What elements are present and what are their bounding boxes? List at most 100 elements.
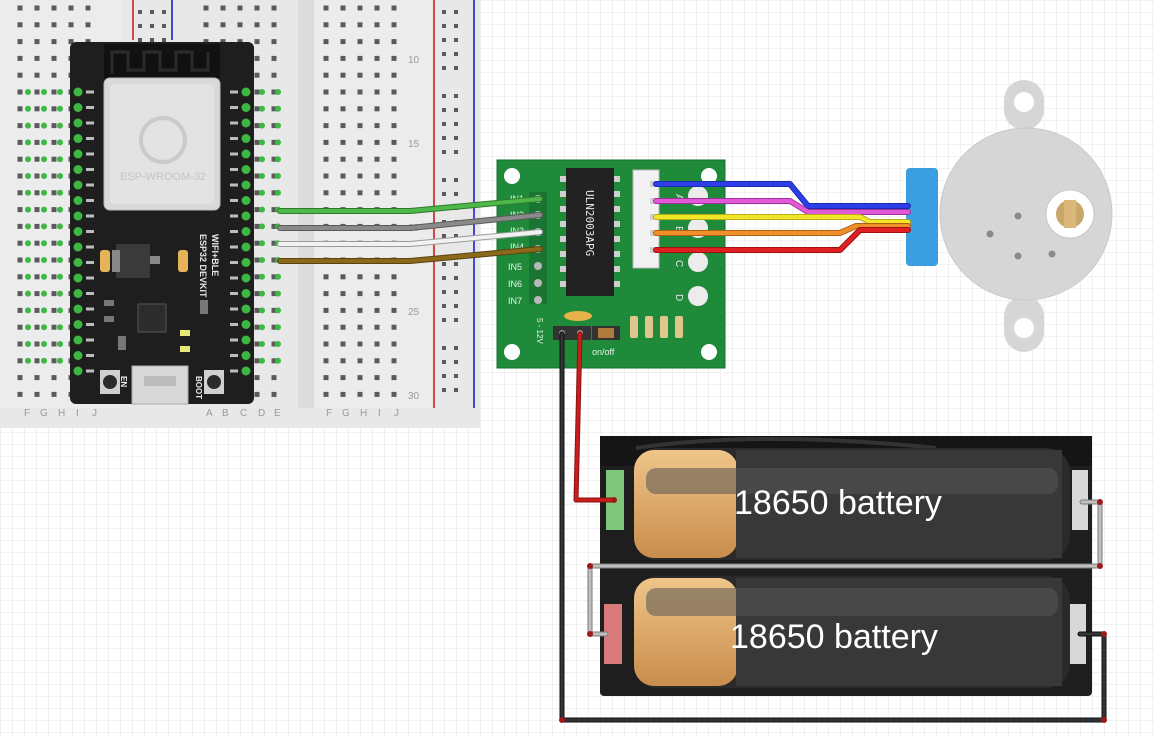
col-letter: E bbox=[274, 408, 281, 419]
connected-hole bbox=[275, 156, 281, 163]
breadboard-hole bbox=[323, 139, 329, 145]
boot-button[interactable]: BOOT bbox=[194, 370, 224, 399]
breadboard-hole bbox=[254, 123, 260, 129]
connected-hole bbox=[259, 89, 265, 95]
esp32-pin bbox=[241, 320, 251, 329]
rail-hole bbox=[454, 276, 458, 280]
col-letter: G bbox=[342, 408, 350, 419]
rail-hole bbox=[442, 304, 446, 308]
esp32-pin bbox=[241, 134, 251, 143]
col-letter: J bbox=[92, 408, 97, 419]
rail-hole bbox=[442, 24, 446, 28]
input-label: IN5 bbox=[508, 262, 522, 272]
input-pin bbox=[534, 262, 542, 270]
connected-hole bbox=[57, 223, 63, 230]
breadboard-hole bbox=[68, 5, 74, 11]
breadboard-hole bbox=[271, 39, 277, 45]
uln2003-chip: ULN2003APG bbox=[560, 168, 620, 296]
connected-hole bbox=[41, 139, 47, 146]
breadboard-hole bbox=[68, 22, 74, 28]
breadboard-hole bbox=[271, 358, 277, 364]
breadboard-hole bbox=[271, 123, 277, 129]
breadboard-hole bbox=[51, 55, 57, 61]
esp32-pin bbox=[73, 242, 83, 252]
breadboard-hole bbox=[271, 173, 277, 179]
breadboard-hole bbox=[51, 274, 57, 280]
breadboard-hole bbox=[254, 375, 260, 381]
rail-hole bbox=[454, 346, 458, 350]
rail-hole bbox=[442, 52, 446, 56]
breadboard-hole bbox=[374, 139, 380, 145]
breadboard-hole bbox=[340, 22, 346, 28]
connected-hole bbox=[57, 105, 63, 112]
breadboard-hole bbox=[271, 89, 277, 95]
connected-hole bbox=[25, 206, 31, 213]
connected-hole bbox=[275, 273, 281, 280]
connected-hole bbox=[259, 357, 265, 364]
breadboard-hole bbox=[17, 207, 23, 213]
breadboard-hole bbox=[340, 291, 346, 297]
mount-hole bbox=[701, 344, 717, 360]
en-button[interactable]: EN bbox=[100, 370, 128, 394]
rail-hole bbox=[454, 360, 458, 364]
esp32-pin bbox=[73, 227, 83, 236]
esp32-pin bbox=[73, 149, 83, 159]
breadboard-hole bbox=[391, 22, 397, 28]
breadboard-hole bbox=[357, 173, 363, 179]
connected-hole bbox=[275, 173, 281, 179]
breadboard-hole bbox=[254, 324, 260, 330]
esp32-pin bbox=[73, 351, 83, 360]
esp32-devkit[interactable]: ESP-WROOM-32 ESP32 DEVKIT WIFI+BLE EN bbox=[70, 42, 254, 405]
breadboard-hole bbox=[357, 39, 363, 45]
breadboard-hole bbox=[374, 22, 380, 28]
breadboard-hole bbox=[323, 22, 329, 28]
connected-hole bbox=[57, 290, 63, 297]
breadboard-hole bbox=[51, 156, 57, 162]
esp32-pin bbox=[73, 87, 83, 97]
breadboard-hole bbox=[34, 139, 40, 145]
rail-hole bbox=[454, 318, 458, 322]
breadboard-hole bbox=[340, 391, 346, 397]
connected-hole bbox=[275, 89, 281, 95]
connected-hole bbox=[57, 307, 63, 314]
connected-hole bbox=[57, 341, 63, 347]
breadboard-hole bbox=[51, 291, 57, 297]
breadboard-hole bbox=[357, 358, 363, 364]
row-number: 25 bbox=[408, 307, 420, 318]
breadboard-hole bbox=[374, 39, 380, 45]
breadboard-hole bbox=[34, 307, 40, 313]
input-label: IN3 bbox=[510, 226, 524, 236]
breadboard-hole bbox=[374, 173, 380, 179]
rail-hole bbox=[138, 24, 142, 28]
breadboard-hole bbox=[254, 190, 260, 196]
breadboard-hole bbox=[51, 207, 57, 213]
col-letter: I bbox=[378, 408, 381, 419]
esp32-pin bbox=[73, 165, 83, 174]
breadboard-hole bbox=[340, 274, 346, 280]
wires bbox=[277, 181, 1107, 723]
connected-hole bbox=[259, 240, 265, 247]
breadboard-hole bbox=[374, 190, 380, 196]
rail-hole bbox=[150, 10, 154, 14]
connected-hole bbox=[41, 89, 47, 95]
breadboard-hole bbox=[271, 106, 277, 112]
connected-hole bbox=[275, 105, 281, 112]
breadboard-hole bbox=[323, 324, 329, 330]
breadboard-hole bbox=[391, 341, 397, 347]
breadboard-hole bbox=[340, 307, 346, 313]
mount-hole bbox=[701, 168, 717, 184]
breadboard-hole bbox=[357, 341, 363, 347]
breadboard-hole bbox=[391, 173, 397, 179]
on-off-jumper[interactable]: on/off bbox=[592, 326, 620, 357]
breadboard-hole bbox=[340, 156, 346, 162]
rail-hole bbox=[442, 276, 446, 280]
input-label: IN4 bbox=[510, 242, 524, 252]
connected-hole bbox=[41, 341, 47, 347]
breadboard-hole bbox=[374, 341, 380, 347]
breadboard-hole bbox=[34, 72, 40, 78]
breadboard-hole bbox=[374, 391, 380, 397]
rail-hole bbox=[454, 136, 458, 140]
breadboard-hole bbox=[51, 72, 57, 78]
esp32-pin bbox=[241, 351, 251, 360]
esp32-pin bbox=[73, 180, 83, 190]
